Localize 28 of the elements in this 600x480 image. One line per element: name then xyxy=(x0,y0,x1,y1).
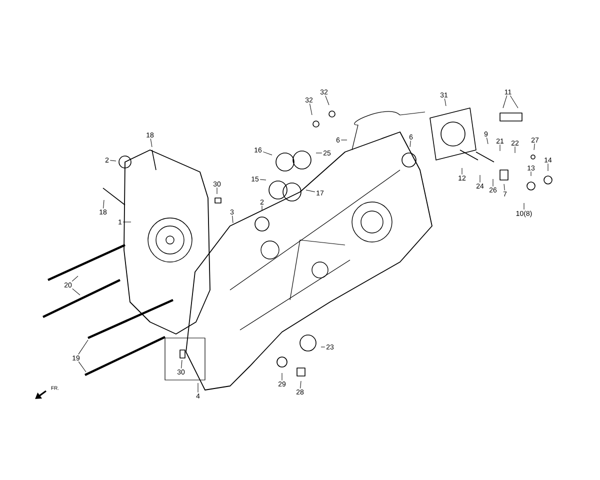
leader-line xyxy=(325,95,330,106)
leader-line xyxy=(530,171,532,176)
leader-line xyxy=(150,138,152,148)
leader-line xyxy=(78,340,88,355)
leader-line xyxy=(514,146,516,154)
leader-line xyxy=(510,95,518,108)
leader-line xyxy=(504,184,505,191)
leader-line xyxy=(486,137,488,144)
leader-line xyxy=(110,160,116,162)
leader-line xyxy=(534,143,535,150)
leader-line xyxy=(316,152,322,154)
leader-line xyxy=(492,178,494,187)
leader-line xyxy=(444,98,446,106)
leader-line xyxy=(410,140,411,148)
leader-line xyxy=(260,179,266,180)
leader-line xyxy=(232,215,234,224)
leader-line xyxy=(103,200,104,209)
leader-line xyxy=(320,346,326,348)
leader-line xyxy=(310,103,312,116)
leader-line xyxy=(72,288,80,296)
leader-line xyxy=(262,152,272,156)
leader-line xyxy=(300,380,302,389)
leader-line xyxy=(181,360,182,369)
leader-line xyxy=(78,361,86,372)
leader-line xyxy=(502,95,508,108)
leader-line xyxy=(72,276,78,282)
leader-line xyxy=(306,190,316,192)
leader-line xyxy=(216,187,218,194)
